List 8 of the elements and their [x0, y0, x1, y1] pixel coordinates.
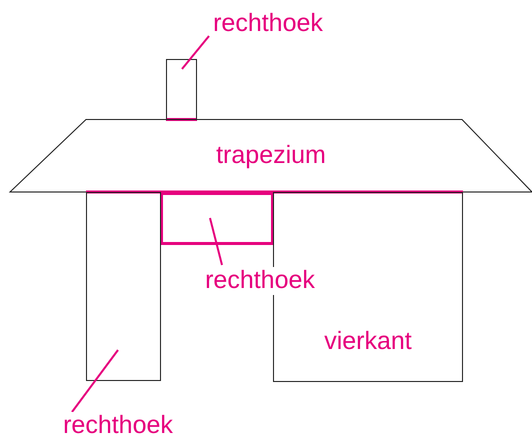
rectangle-shape — [160, 192, 274, 245]
leader-line — [209, 218, 223, 266]
rectangle-shape — [166, 59, 197, 121]
shape-label: vierkant — [324, 328, 412, 356]
shape-label: trapezium — [216, 142, 326, 170]
rectangle-shape — [86, 192, 161, 381]
leader-line — [71, 349, 119, 413]
leader-line — [181, 35, 210, 70]
